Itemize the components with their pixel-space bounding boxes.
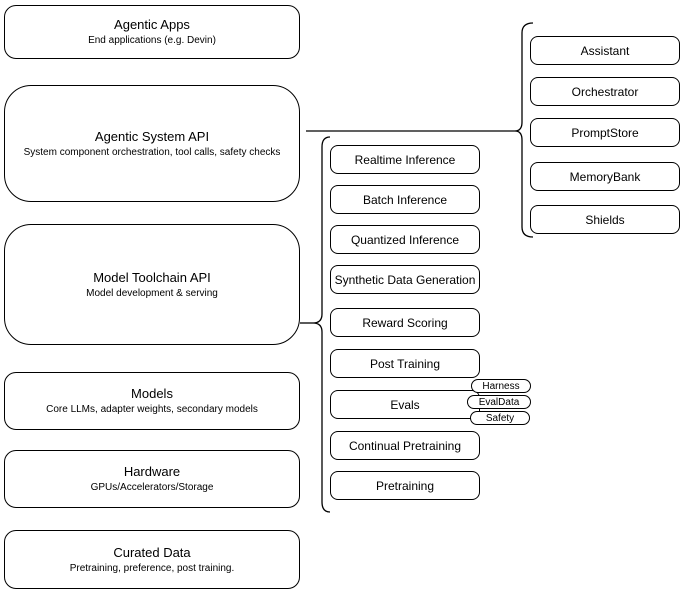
- tag-harness: Harness: [471, 379, 531, 393]
- node-agentic-apps: Agentic Apps End applications (e.g. Devi…: [4, 5, 300, 59]
- node-hardware-subtitle: GPUs/Accelerators/Storage: [90, 482, 214, 493]
- node-curated-data-subtitle: Pretraining, preference, post training.: [69, 562, 235, 574]
- node-shields: Shields: [530, 205, 680, 234]
- node-continual-pretraining: Continual Pretraining: [330, 431, 480, 460]
- node-models-subtitle: Core LLMs, adapter weights, secondary mo…: [46, 404, 258, 415]
- node-memorybank: MemoryBank: [530, 162, 680, 191]
- node-model-toolchain-api-title: Model Toolchain API: [93, 269, 211, 285]
- node-reward-scoring: Reward Scoring: [330, 308, 480, 337]
- node-synthetic-data-generation: Synthetic Data Generation: [330, 265, 480, 294]
- node-models: Models Core LLMs, adapter weights, secon…: [4, 372, 300, 430]
- tag-evaldata: EvalData: [467, 395, 531, 409]
- node-model-toolchain-api-subtitle: Model development & serving: [86, 287, 218, 299]
- node-agentic-system-api-subtitle: System component orchestration, tool cal…: [23, 146, 281, 158]
- node-post-training: Post Training: [330, 349, 480, 378]
- node-agentic-apps-subtitle: End applications (e.g. Devin): [88, 35, 216, 46]
- node-batch-inference: Batch Inference: [330, 185, 480, 214]
- node-promptstore: PromptStore: [530, 118, 680, 147]
- brace-toolchain: [312, 136, 331, 513]
- node-hardware-title: Hardware: [123, 464, 181, 479]
- node-agentic-system-api-title: Agentic System API: [94, 128, 210, 144]
- node-model-toolchain-api: Model Toolchain API Model development & …: [4, 224, 300, 345]
- node-orchestrator: Orchestrator: [530, 77, 680, 106]
- node-agentic-system-api: Agentic System API System component orch…: [4, 85, 300, 202]
- node-evals: Evals: [330, 390, 480, 419]
- node-hardware: Hardware GPUs/Accelerators/Storage: [4, 450, 300, 508]
- node-realtime-inference: Realtime Inference: [330, 145, 480, 174]
- node-agentic-apps-title: Agentic Apps: [114, 17, 190, 32]
- node-quantized-inference: Quantized Inference: [330, 225, 480, 254]
- node-curated-data: Curated Data Pretraining, preference, po…: [4, 530, 300, 589]
- node-assistant: Assistant: [530, 36, 680, 65]
- node-models-title: Models: [131, 386, 173, 401]
- node-curated-data-title: Curated Data: [113, 544, 191, 560]
- node-pretraining: Pretraining: [330, 471, 480, 500]
- tag-safety: Safety: [470, 411, 530, 425]
